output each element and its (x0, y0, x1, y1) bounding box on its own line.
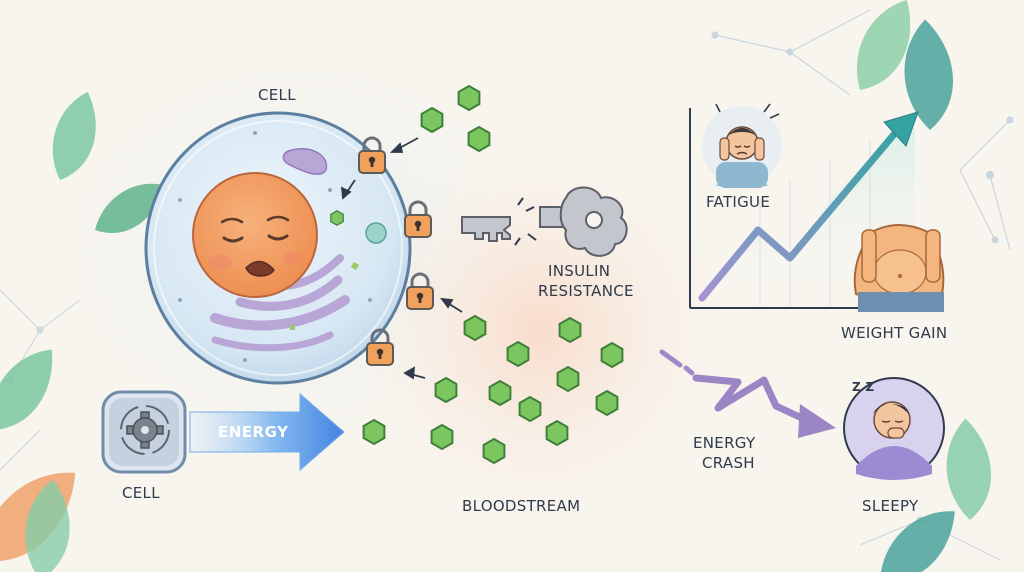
energy-arrow (189, 392, 345, 472)
resistance-label: RESISTANCE (538, 282, 634, 300)
blocked-arrows (340, 137, 463, 380)
overweight-person-icon (853, 224, 945, 312)
cell-icon (144, 111, 412, 385)
cell-bottom-label: CELL (122, 484, 160, 502)
zzz-label: Z Z (852, 380, 875, 394)
sleepy-person-icon (843, 377, 945, 480)
bloodstream-label: BLOODSTREAM (462, 497, 581, 515)
key-break-marks (514, 197, 537, 246)
cell-top-label: CELL (258, 86, 296, 104)
sleepy-label: SLEEPY (862, 497, 919, 515)
glucose-icon (330, 210, 344, 226)
energy-crash-label-line2: CRASH (702, 454, 755, 472)
trend-arrow-icon (698, 111, 919, 302)
network-lines-top-right (711, 9, 1014, 251)
zigzag-arrow-icon (659, 349, 836, 438)
energy-crash-label-line1: ENERGY (693, 434, 756, 452)
insulin-label: INSULIN (548, 262, 611, 280)
weight-gain-label: WEIGHT GAIN (841, 324, 948, 342)
fatigue-label: FATIGUE (706, 193, 771, 211)
energy-label: ENERGY (218, 423, 289, 441)
gear-icon (101, 390, 187, 474)
fatigue-person-icon (702, 103, 782, 188)
broken-key-icon (461, 186, 628, 257)
